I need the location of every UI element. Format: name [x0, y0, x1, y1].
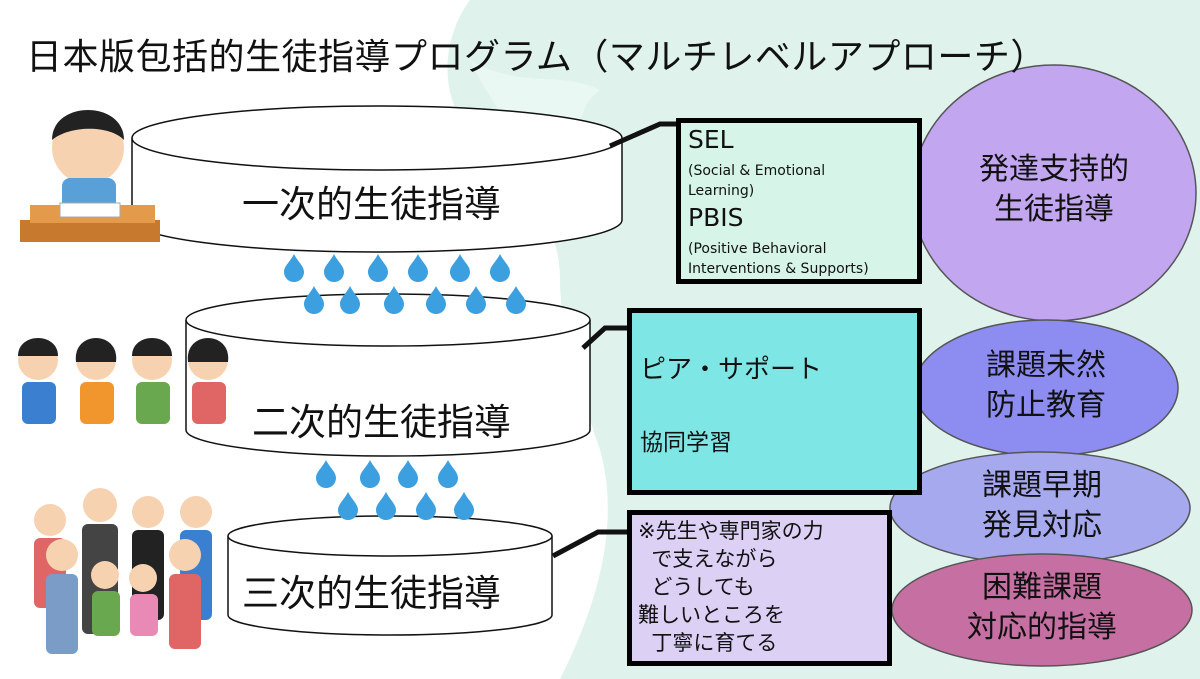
water-drop-icon	[324, 254, 344, 282]
sel-full-line-2: Learning)	[688, 183, 755, 199]
cooperative-learning-label: 協同学習	[640, 430, 732, 456]
water-drop-icon	[438, 460, 458, 488]
water-drop-icon	[368, 254, 388, 282]
circle-label-line: 生徒指導	[994, 192, 1114, 227]
water-drop-icon	[506, 286, 526, 314]
tier-label-tertiary: 三次的生徒指導	[242, 572, 501, 615]
note-line: 丁寧に育てる	[638, 631, 778, 655]
connector-1	[608, 121, 680, 149]
water-drop-icon	[376, 492, 396, 520]
sel-full-line-1: (Social & Emotional	[688, 163, 826, 179]
tier-label-secondary: 二次的生徒指導	[252, 401, 511, 444]
note-line: ※先生や専門家の力	[638, 519, 824, 543]
sel-label: SEL	[688, 125, 734, 154]
connector-2	[581, 325, 630, 350]
water-drop-icon	[284, 254, 304, 282]
note-line: で支えながら	[638, 547, 778, 571]
expert-support-box: ※先生や専門家の力 で支えながら どうしても 難しいところを 丁寧に育てる	[627, 510, 892, 666]
water-drop-icon	[304, 286, 324, 314]
water-drop-icon	[398, 460, 418, 488]
water-drop-icon	[384, 286, 404, 314]
pbis-label: PBIS	[688, 203, 744, 232]
circle-label-line: 課題未然	[986, 348, 1106, 383]
circle-label-prevention: 課題未然 防止教育	[926, 346, 1166, 426]
sel-pbis-box: SEL (Social & Emotional Learning) PBIS (…	[676, 118, 922, 284]
circle-label-line: 困難課題	[982, 570, 1102, 605]
circle-label-line: 課題早期	[982, 468, 1102, 503]
water-drop-icon	[426, 286, 446, 314]
pbis-full-line-2: Interventions & Supports)	[688, 261, 869, 277]
circle-label-difficult-cases: 困難課題 対応的指導	[922, 568, 1162, 648]
page-title: 日本版包括的生徒指導プログラム（マルチレベルアプローチ）	[26, 37, 1047, 78]
peer-support-box: ピア・サポート 協同学習	[627, 308, 922, 495]
circle-label-line: 発見対応	[982, 508, 1102, 543]
circle-difficult-cases	[891, 553, 1193, 667]
circle-label-line: 対応的指導	[967, 610, 1117, 645]
water-drop-icon	[338, 492, 358, 520]
expert-support-note: ※先生や専門家の力 で支えながら どうしても 難しいところを 丁寧に育てる	[638, 517, 824, 657]
water-drop-icon	[466, 286, 486, 314]
water-drop-icon	[340, 286, 360, 314]
water-drop-icon	[408, 254, 428, 282]
circle-label-developmental: 発達支持的 生徒指導	[934, 150, 1174, 230]
note-line: どうしても	[638, 575, 755, 599]
circle-label-early-response: 課題早期 発見対応	[922, 466, 1162, 546]
primary-cylinder	[131, 105, 623, 253]
water-drop-icon	[450, 254, 470, 282]
kids-group-illustration	[18, 338, 229, 424]
circle-label-line: 防止教育	[986, 388, 1106, 423]
water-drop-icon	[416, 492, 436, 520]
water-drops	[284, 254, 526, 520]
student-desk-illustration	[20, 110, 160, 242]
pbis-full-line-1: (Positive Behavioral	[688, 241, 827, 257]
connector-3	[551, 529, 628, 559]
family-group-illustration	[34, 488, 212, 654]
water-drop-icon	[454, 492, 474, 520]
secondary-cylinder	[185, 293, 591, 457]
peer-support-label: ピア・サポート	[640, 355, 823, 385]
tertiary-cylinder	[227, 515, 553, 636]
water-drop-icon	[360, 460, 380, 488]
tier-label-primary: 一次的生徒指導	[242, 183, 501, 226]
note-line: 難しいところを	[638, 603, 785, 627]
water-drop-icon	[490, 254, 510, 282]
circle-label-line: 発達支持的	[979, 152, 1129, 187]
water-drop-icon	[316, 460, 336, 488]
